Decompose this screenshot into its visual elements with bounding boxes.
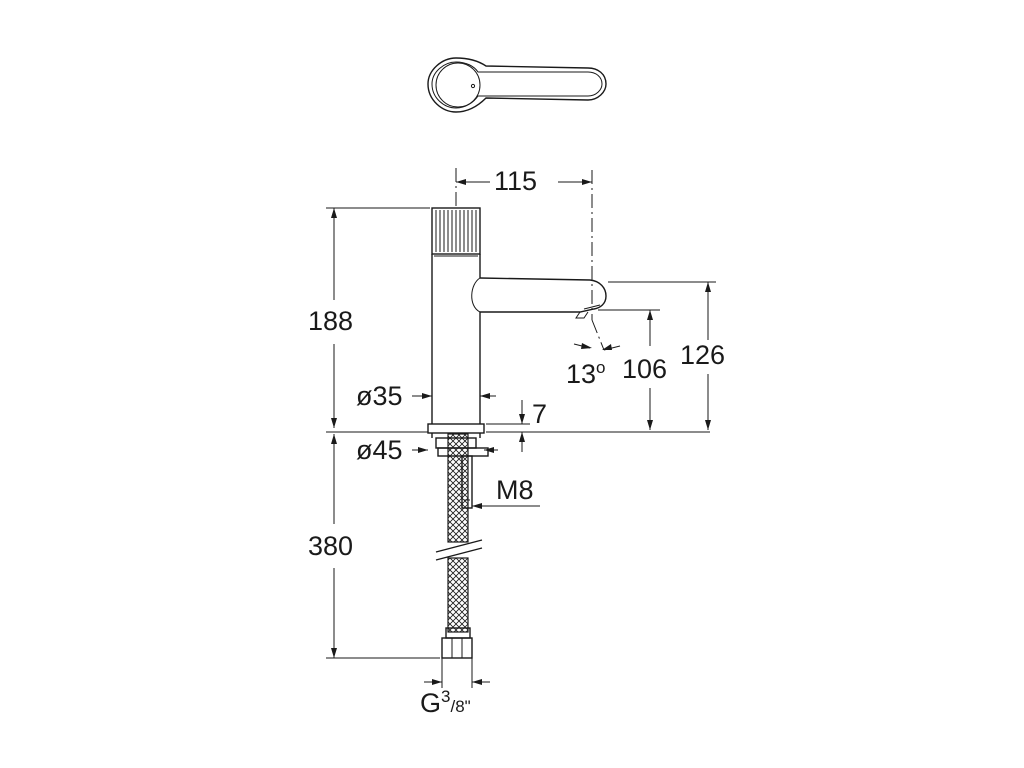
label-spout-reach: 115 (494, 166, 538, 196)
label-spout-height: 126 (680, 340, 726, 370)
supply-hose (435, 433, 483, 659)
label-body-diameter: ø35 (356, 381, 403, 411)
label-connection: G3/8" (420, 687, 471, 718)
top-view-handle (427, 57, 607, 113)
dim-connection (424, 658, 490, 688)
dim-diameter-45 (412, 447, 498, 453)
connection-denominator: /8" (450, 697, 471, 716)
label-spout-angle: 13o (566, 358, 606, 389)
dim-m8 (472, 503, 540, 509)
knurled-cap-lines (435, 210, 477, 252)
angle-unit: o (596, 358, 606, 377)
angle-value: 13 (566, 359, 597, 389)
dim-106 (598, 309, 660, 430)
dim-380 (326, 431, 440, 659)
label-hose-length: 380 (308, 531, 354, 561)
label-base-height: 7 (532, 399, 548, 429)
dim-126 (608, 281, 716, 430)
connection-numerator: 3 (441, 687, 451, 706)
dim-diameter-35 (412, 393, 496, 399)
dim-angle-13 (573, 343, 621, 351)
dim-7 (486, 400, 710, 452)
label-outlet-height: 106 (622, 354, 668, 384)
label-total-height: 188 (308, 306, 354, 336)
angle-line (591, 319, 605, 351)
dim-115 (456, 179, 592, 185)
dim-188 (326, 207, 430, 428)
connection-prefix: G (420, 688, 442, 718)
label-base-diameter: ø45 (356, 435, 403, 465)
faucet-body (427, 207, 607, 457)
label-thread: M8 (496, 475, 534, 505)
